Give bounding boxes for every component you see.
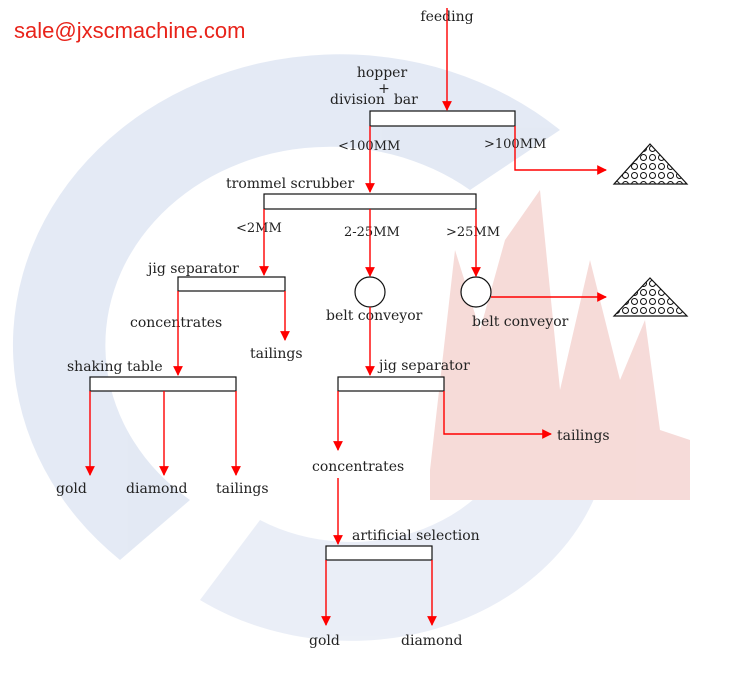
jig-separator-1-box bbox=[177, 276, 286, 292]
division-bar-label: division bar bbox=[330, 92, 418, 108]
size-mid-label: 2-25MM bbox=[344, 225, 400, 240]
belt-conveyor-2-icon bbox=[460, 276, 492, 308]
diamond-2-label: diamond bbox=[401, 633, 463, 649]
belt-conveyor-1-icon bbox=[354, 276, 386, 308]
size-gt25-label: >25MM bbox=[446, 225, 500, 240]
hopper-label: hopper bbox=[357, 65, 408, 81]
gold-2-label: gold bbox=[309, 633, 340, 649]
size-lt2-label: <2MM bbox=[236, 221, 282, 236]
jig-separator-2-box bbox=[337, 376, 445, 392]
artificial-selection-label: artificial selection bbox=[352, 528, 480, 544]
plus-label: + bbox=[378, 81, 390, 97]
concentrates-2-label: concentrates bbox=[312, 459, 404, 475]
division-bar-box bbox=[369, 110, 516, 127]
shaking-table-label: shaking table bbox=[67, 359, 163, 375]
jig-separator-2-label: jig separator bbox=[377, 358, 470, 374]
jig-separator-1-label: jig separator bbox=[146, 261, 239, 277]
tailings-1-label: tailings bbox=[250, 346, 303, 362]
tailings-3-label: tailings bbox=[557, 428, 610, 444]
oversize-pile-icon bbox=[612, 143, 689, 185]
tailings-2-label: tailings bbox=[216, 481, 269, 497]
oversize-arrow bbox=[514, 126, 607, 175]
belt-conveyor-1-label: belt conveyor bbox=[326, 308, 423, 324]
concentrates-1-label: concentrates bbox=[130, 315, 222, 331]
trommel-label: trommel scrubber bbox=[226, 176, 354, 192]
size-lt100-label: <100MM bbox=[338, 139, 400, 154]
artificial-selection-box bbox=[325, 545, 433, 561]
belt-conveyor-2-label: belt conveyor bbox=[472, 314, 569, 330]
gt25-pile-icon bbox=[612, 277, 689, 317]
diamond-1-label: diamond bbox=[126, 481, 188, 497]
trommel-box bbox=[263, 193, 477, 210]
tailings-3-arrow bbox=[443, 391, 552, 439]
email-address[interactable]: sale@jxscmachine.com bbox=[14, 18, 245, 43]
gold-1-label: gold bbox=[56, 481, 87, 497]
shaking-table-box bbox=[89, 376, 237, 392]
watermark-logo bbox=[12, 54, 690, 641]
